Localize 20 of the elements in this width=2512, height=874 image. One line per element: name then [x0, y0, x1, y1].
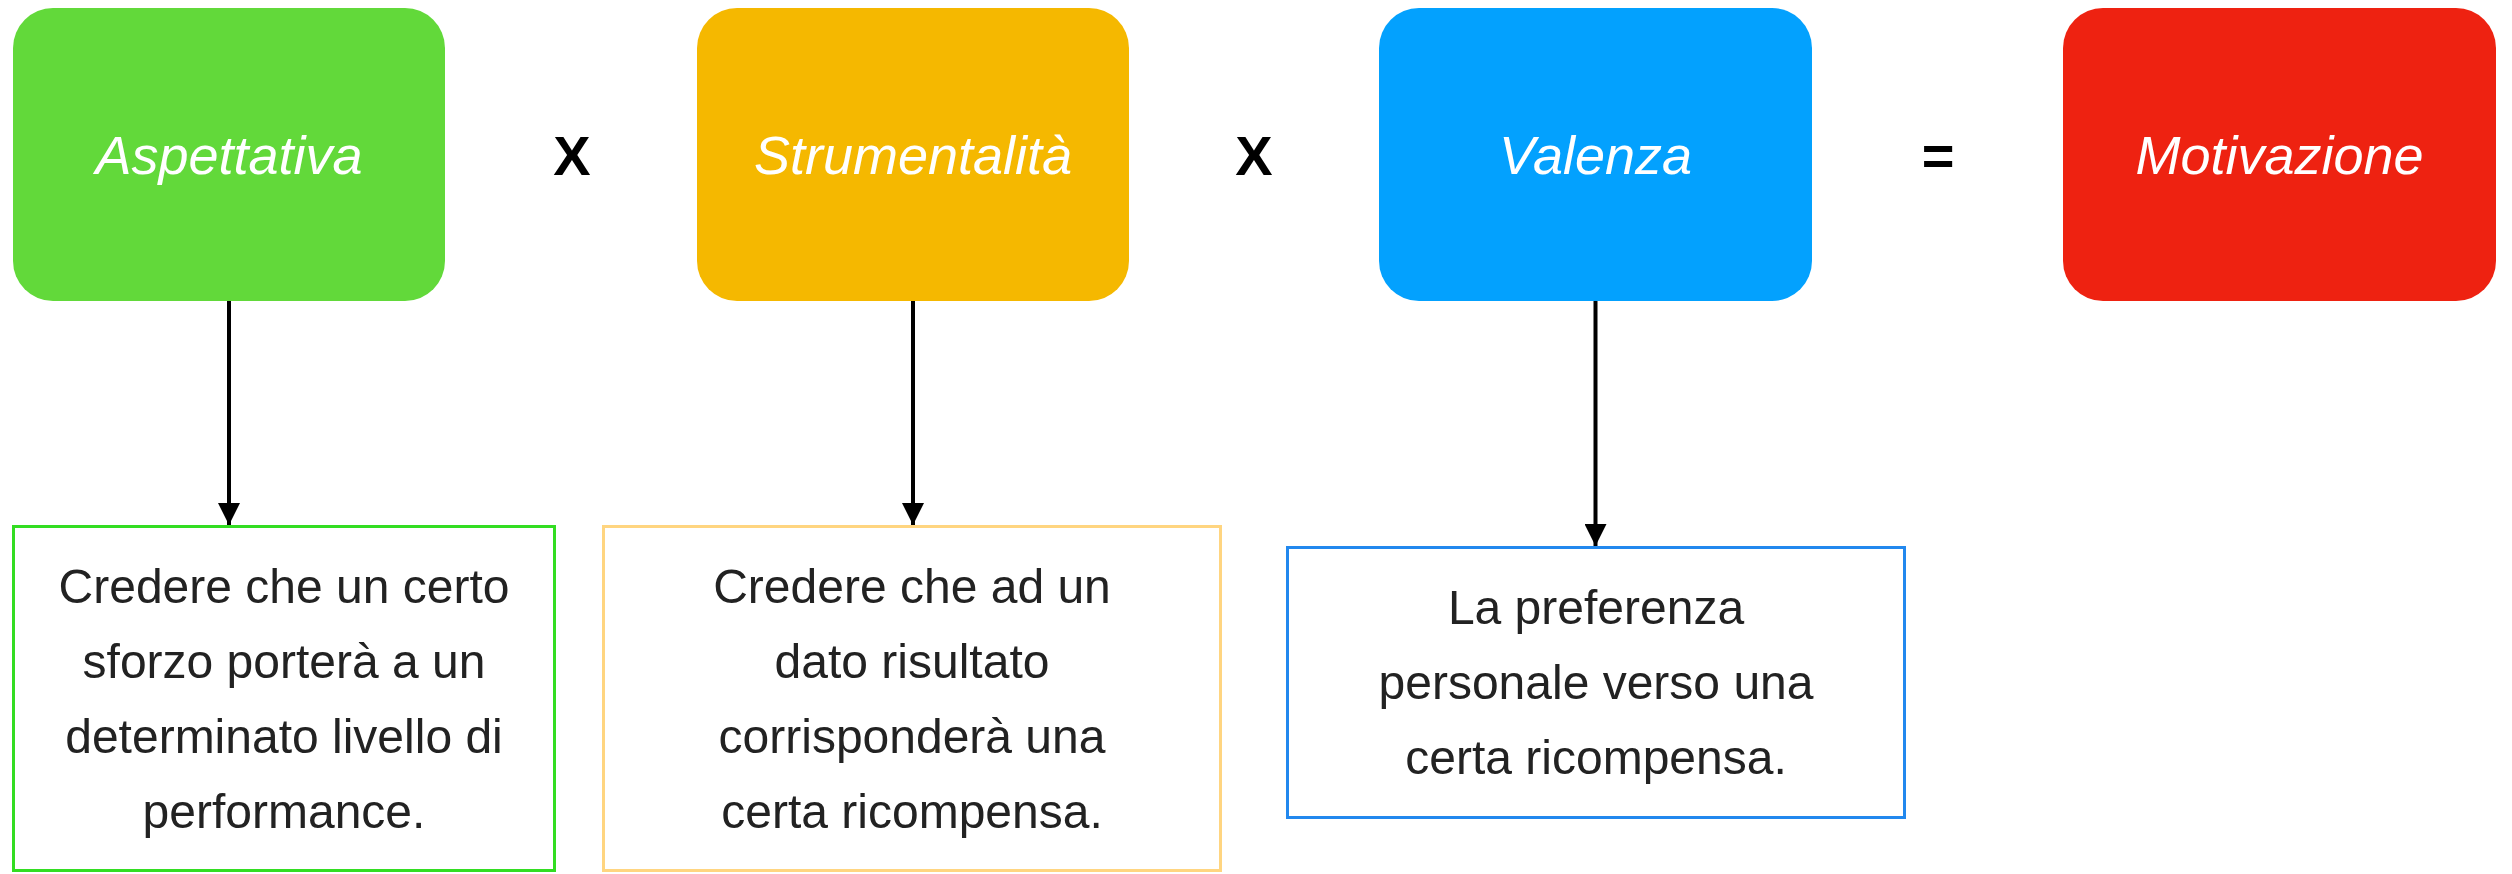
arrow	[218, 301, 240, 525]
description-text: La preferenza personale verso una certa ricompensa.	[1377, 580, 1815, 786]
factor-box	[1379, 8, 1812, 301]
factor-box	[2063, 8, 2496, 301]
operator-symbol: =	[1921, 122, 1955, 188]
arrow	[902, 301, 924, 525]
description-box	[602, 525, 1222, 872]
factor-label: Valenza	[1498, 123, 1693, 186]
description-box	[1286, 546, 1906, 819]
operator-symbol: X	[1235, 122, 1273, 188]
description-box	[12, 525, 556, 872]
description-text: Credere che ad un dato risultato corrisponderà una certa ricompensa.	[712, 558, 1112, 840]
factor-box	[697, 8, 1129, 301]
arrow	[1584, 301, 1607, 546]
description-text: Credere che un certo sforzo porterà a un determinato livello di performance.	[57, 558, 511, 840]
operator-symbol: X	[553, 122, 591, 188]
factor-label: Aspettativa	[95, 123, 363, 186]
factor-label: Motivazione	[2135, 123, 2424, 186]
factor-label: Strumentalità	[753, 123, 1073, 186]
factor-box	[13, 8, 445, 301]
